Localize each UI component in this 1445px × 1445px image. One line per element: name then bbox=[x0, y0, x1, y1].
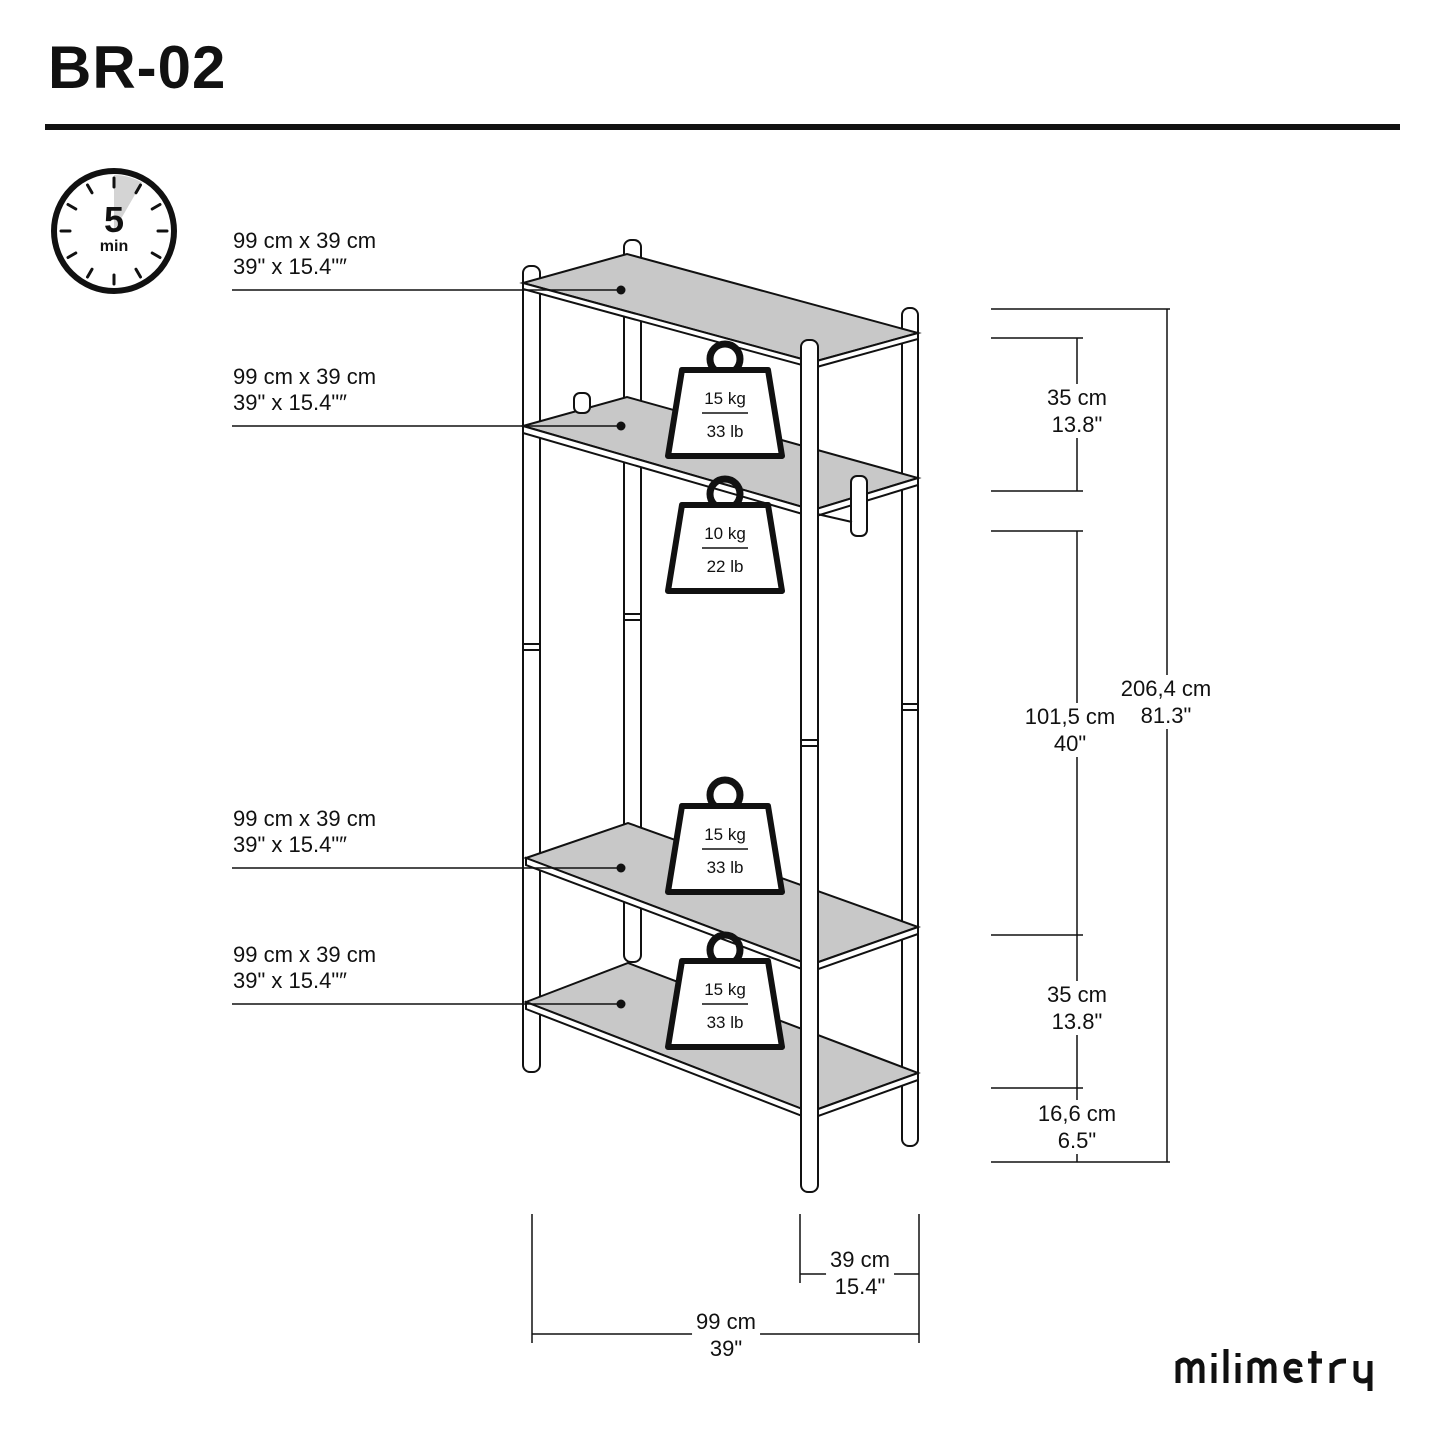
weight-lb: 33 lb bbox=[707, 1013, 744, 1032]
shelf-size-cm: 99 cm x 39 cm bbox=[233, 228, 377, 253]
shelf-size-label-4: 99 cm x 39 cm 39" x 15.4"″ bbox=[233, 942, 376, 994]
shelf-size-cm: 99 cm x 39 cm bbox=[233, 806, 377, 831]
shelf-size-in: 39" x 15.4"″ bbox=[233, 254, 347, 279]
shelf-leader-lines bbox=[232, 289, 621, 1005]
weight-kg: 15 kg bbox=[704, 389, 746, 408]
weight-kg: 15 kg bbox=[704, 825, 746, 844]
width-dimension: 99 cm 39" bbox=[692, 1308, 760, 1362]
total-height-dimension: 206,4 cm 81.3" bbox=[1116, 675, 1216, 729]
top-gap-dimension: 35 cm 13.8" bbox=[1043, 384, 1111, 438]
front-post bbox=[573, 339, 819, 1193]
bottom-gap-dimension: 35 cm 13.8" bbox=[1043, 981, 1111, 1035]
clock-icon: 5 min bbox=[51, 168, 177, 294]
weight-badge-1: 15 kg 33 lb bbox=[665, 340, 785, 459]
timer-unit: min bbox=[100, 238, 128, 255]
shelf-size-label-1: 99 cm x 39 cm 39" x 15.4"″ bbox=[233, 228, 376, 280]
brand-logo bbox=[1174, 1347, 1400, 1395]
assembly-time-clock: 5 min bbox=[48, 165, 180, 297]
middle-gap-dimension: 101,5 cm 40" bbox=[1020, 703, 1120, 757]
header-divider bbox=[45, 124, 1400, 130]
shelf-posts bbox=[522, 239, 919, 1147]
weight-kg: 10 kg bbox=[704, 524, 746, 543]
shelf-size-cm: 99 cm x 39 cm bbox=[233, 942, 377, 967]
depth-dimension: 39 cm 15.4" bbox=[826, 1246, 894, 1300]
shelf-1 bbox=[519, 252, 922, 370]
shelf-size-cm: 99 cm x 39 cm bbox=[233, 364, 377, 389]
shelf-size-in: 39" x 15.4"″ bbox=[233, 390, 347, 415]
shelf-leader-dots bbox=[616, 285, 626, 1009]
weight-lb: 33 lb bbox=[707, 858, 744, 877]
weight-lb: 22 lb bbox=[707, 557, 744, 576]
page-title: BR-02 bbox=[48, 34, 227, 101]
weight-badge-4: 15 kg 33 lb bbox=[665, 931, 785, 1050]
weight-lb: 33 lb bbox=[707, 422, 744, 441]
weight-kg: 15 kg bbox=[704, 980, 746, 999]
shelf-size-label-2: 99 cm x 39 cm 39" x 15.4"″ bbox=[233, 364, 376, 416]
foot-height-dimension: 16,6 cm 6.5" bbox=[1033, 1100, 1121, 1154]
timer-value: 5 bbox=[104, 199, 124, 240]
shelf-size-label-3: 99 cm x 39 cm 39" x 15.4"″ bbox=[233, 806, 376, 858]
weight-badge-3: 15 kg 33 lb bbox=[665, 776, 785, 895]
height-dimension-lines bbox=[991, 308, 1170, 1163]
weight-badge-2: 10 kg 22 lb bbox=[665, 475, 785, 594]
milimetry-logo bbox=[1175, 1349, 1373, 1391]
shelf-size-in: 39" x 15.4"″ bbox=[233, 968, 347, 993]
shelf-size-in: 39" x 15.4"″ bbox=[233, 832, 347, 857]
